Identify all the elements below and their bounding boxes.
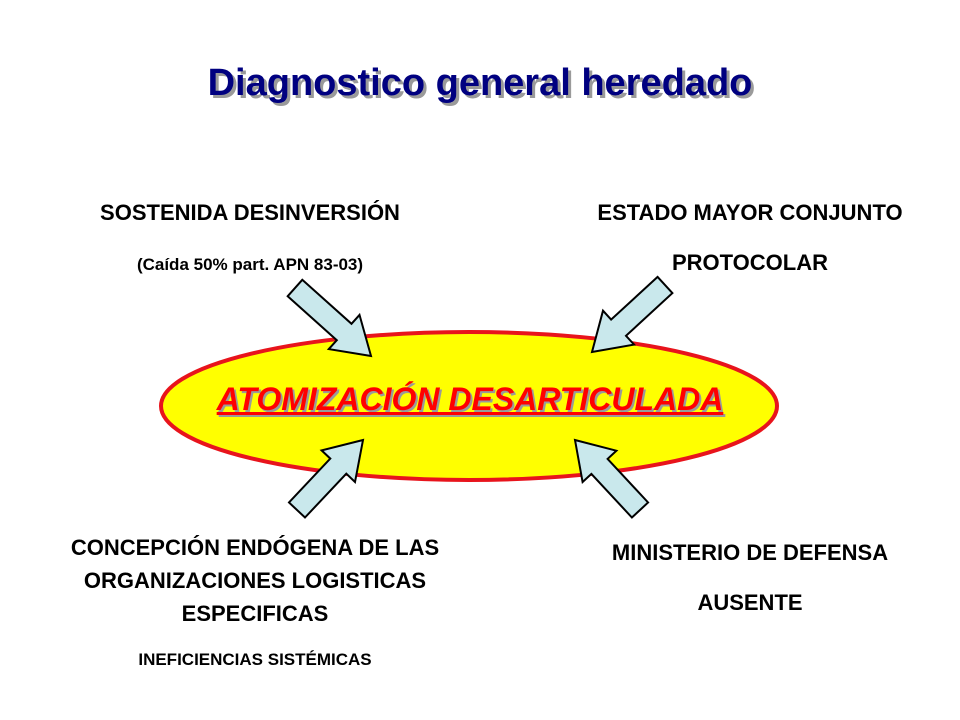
arrow-top-left [286, 278, 373, 358]
factor-top-left-subtitle: (Caída 50% part. APN 83-03) [136, 255, 364, 274]
factor-bottom-left-line2: ORGANIZACIONES LOGISTICAS [83, 568, 427, 593]
center-ellipse [159, 330, 779, 482]
arrow-top-right [590, 275, 674, 354]
factor-top-left-title: SOSTENIDA DESINVERSIÓN [100, 200, 400, 225]
factor-bottom-right-subtitle: AUSENTE [697, 590, 803, 615]
factor-bottom-left-note: INEFICIENCIAS SISTÉMICAS [138, 650, 372, 669]
page-title: Diagnostico general heredado [207, 62, 753, 104]
arrow-bottom-right [573, 438, 650, 519]
arrow-bottom-left [287, 438, 365, 519]
factor-bottom-left-line1: CONCEPCIÓN ENDÓGENA DE LAS [70, 535, 440, 560]
factor-bottom-right-title: MINISTERIO DE DEFENSA [611, 540, 889, 565]
center-label: ATOMIZACIÓN DESARTICULADA [216, 381, 724, 417]
factor-top-right-subtitle: PROTOCOLAR [671, 250, 829, 275]
factor-bottom-left-line3: ESPECIFICAS [181, 601, 329, 626]
factor-top-right-title: ESTADO MAYOR CONJUNTO [597, 200, 903, 225]
